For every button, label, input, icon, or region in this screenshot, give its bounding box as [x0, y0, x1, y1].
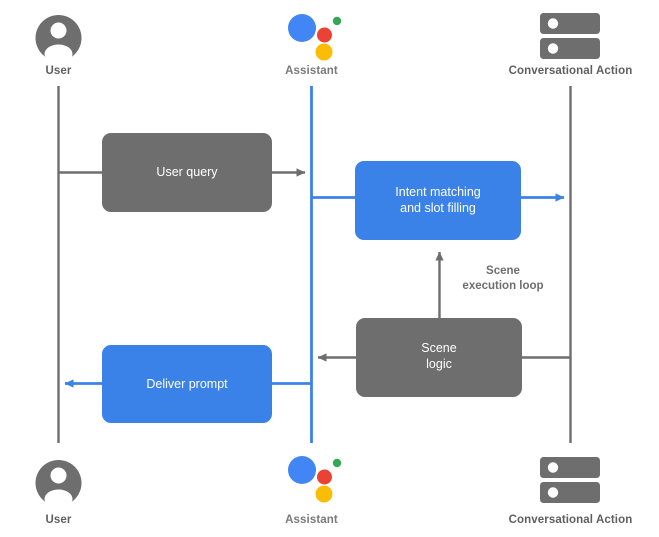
actor-label-assistant-bottom: Assistant [285, 514, 338, 526]
node-intent-matching[interactable] [355, 161, 521, 240]
google-assistant-icon [288, 14, 342, 61]
node-scene-logic[interactable] [356, 318, 522, 397]
node-deliver-prompt[interactable] [102, 345, 272, 423]
actor-label-conversational-action-top: Conversational Action [508, 65, 633, 77]
node-label-intent-matching-line1: Intent matching [395, 185, 481, 199]
node-label-deliver-prompt: Deliver prompt [146, 377, 228, 391]
node-label-intent-matching: Intent matching and slot filling [355, 184, 521, 216]
user-avatar-icon [35, 15, 82, 64]
node-label-intent-matching-line2: and slot filling [400, 201, 476, 215]
node-label-scene-logic-line2: logic [426, 357, 452, 371]
server-icon [540, 457, 600, 503]
user-avatar-icon [35, 460, 82, 509]
annotation-scene-execution-loop: Scene execution loop [443, 264, 563, 294]
server-icon [540, 13, 600, 59]
node-label-scene-logic-line1: Scene [421, 341, 457, 355]
node-label-scene-logic: Scene logic [356, 340, 522, 372]
node-label-user-query: User query [156, 165, 218, 179]
annotation-scene-execution-loop-line2: execution loop [462, 280, 544, 292]
actor-label-conversational-action-bottom: Conversational Action [508, 514, 633, 526]
actor-label-user-bottom: User [45, 514, 72, 526]
annotation-scene-execution-loop-line1: Scene [486, 265, 520, 277]
node-user-query[interactable] [102, 133, 272, 212]
actor-label-assistant-top: Assistant [285, 65, 338, 77]
google-assistant-icon [288, 456, 342, 503]
actor-label-user-top: User [45, 65, 72, 77]
